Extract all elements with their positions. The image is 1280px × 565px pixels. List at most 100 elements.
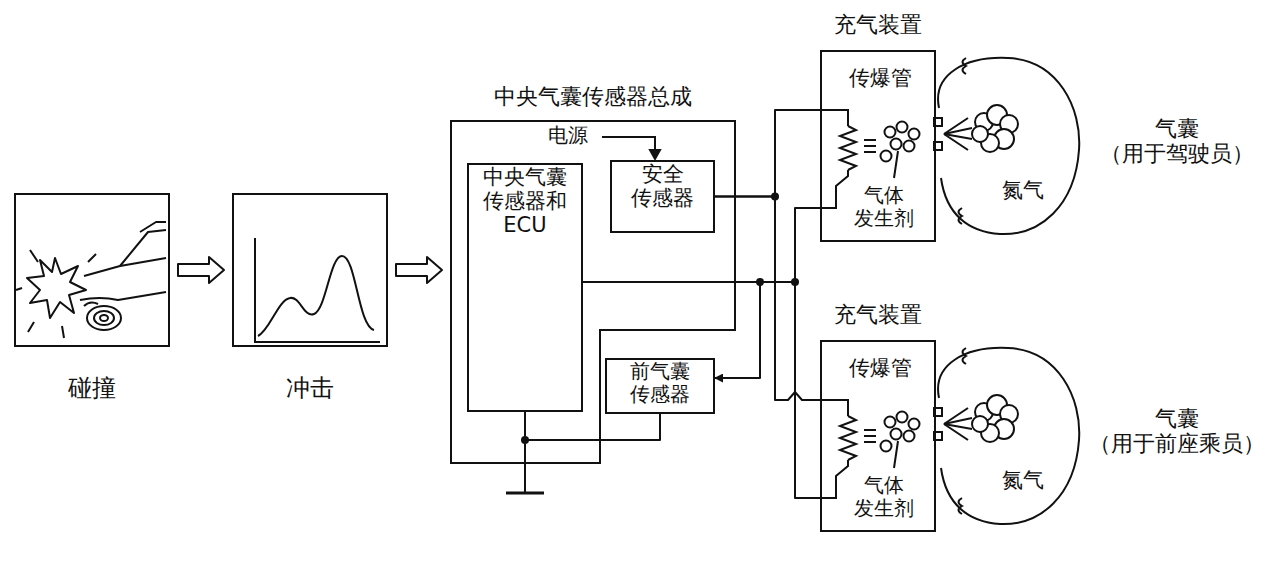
inflator-internals (894, 151, 898, 178)
crash-illustration (30, 250, 38, 262)
inflator-internals (820, 460, 848, 498)
crash-illustration (27, 258, 86, 318)
outline-path (938, 348, 1079, 524)
sensor-box: 中央气囊 传感器和 ECU (467, 163, 583, 412)
frame-box (232, 193, 388, 347)
crash-illustration (100, 315, 108, 321)
node-title: 安全 传感器 (617, 162, 708, 210)
power-arrow (650, 150, 660, 159)
inflator-internals (885, 417, 896, 428)
crash-illustration (120, 258, 166, 266)
inflator-internals (944, 134, 968, 150)
inflator-internals (891, 139, 902, 150)
crash-illustration (88, 254, 96, 262)
inflator-internals (909, 129, 920, 140)
sensor-box: 前气囊 传感器 (605, 358, 715, 414)
inflator-internals (820, 400, 848, 416)
crash-illustration (16, 222, 166, 338)
crash-illustration (16, 288, 22, 290)
inflator-internals (944, 418, 972, 424)
inflator-internals (864, 441, 876, 443)
inflator-internals (820, 170, 848, 208)
inflator-internals (897, 122, 908, 133)
ground-symbol (506, 492, 544, 495)
inflator-internals (972, 416, 988, 432)
node-title: 中央气囊 传感器和 ECU (474, 165, 576, 237)
crash-illustration (94, 311, 114, 325)
inflator-internals (840, 126, 856, 170)
part-label: 传爆管 (840, 66, 920, 90)
flow-arrow (396, 257, 442, 283)
crash-illustration (28, 322, 34, 332)
outline-shape (936, 50, 1086, 245)
sensor-box: 安全 传感器 (610, 160, 715, 233)
inflator-internals (909, 419, 920, 430)
outline (936, 340, 1086, 535)
inflator-internals (904, 141, 915, 152)
inflator-internals (897, 412, 908, 423)
outline-path (451, 121, 735, 463)
part-label: 氮气 (996, 178, 1050, 202)
part-label: 气体 发生剂 (844, 184, 924, 230)
node-title: 充气装置 (820, 302, 936, 327)
inflator-internals (894, 441, 898, 468)
outline (936, 50, 1086, 245)
inflator-internals (864, 145, 876, 147)
ground-symbol (524, 440, 526, 492)
crash-illustration (87, 306, 121, 330)
power-arrow (602, 137, 655, 152)
inflator-internals (959, 498, 963, 514)
inflator-internals (944, 424, 968, 440)
inflator-internals (972, 126, 988, 142)
component-block: 碰撞 (14, 193, 170, 408)
inflator-internals (864, 151, 876, 153)
outline-shape (936, 340, 1086, 535)
inflator-internals (891, 429, 902, 440)
wire (525, 412, 660, 440)
inflator-internals (944, 128, 972, 134)
node-title: 中央气囊传感器总成 (450, 84, 736, 109)
inflator-internals (881, 441, 892, 452)
node-title: 气囊 （用于驾驶员） (1082, 116, 1272, 167)
impact-graph (255, 238, 380, 342)
component-block: 充气装置传爆管气体 发生剂 (820, 302, 936, 534)
crash-illustration (84, 302, 98, 306)
impact-graph (258, 256, 374, 336)
inflator-internals (959, 208, 963, 224)
crash-illustration (80, 292, 166, 300)
outline-path (938, 58, 1079, 234)
inflator-internals (820, 348, 1018, 514)
crash-illustration (62, 326, 64, 338)
inflator-internals (864, 435, 876, 437)
flow-arrow (178, 257, 224, 283)
component-block: 充气装置传爆管气体 发生剂 (820, 12, 936, 244)
node-title: 充气装置 (820, 12, 936, 37)
node-title: 冲击 (232, 375, 388, 403)
crash-illustration (84, 230, 166, 276)
airbag: 气囊 （用于驾驶员） 氮气 (936, 50, 1274, 245)
part-label: 气体 发生剂 (844, 474, 924, 520)
inflator-internals (820, 110, 848, 126)
frame-box (14, 193, 170, 347)
node-title: 前气囊 传感器 (612, 360, 708, 406)
inflator-internals (885, 127, 896, 138)
inflator-internals (820, 58, 1018, 224)
airbag: 气囊 （用于前座乘员） 氮气 (936, 340, 1274, 535)
impact-graph (255, 238, 380, 342)
wire (715, 110, 820, 197)
node-title: 碰撞 (14, 375, 170, 403)
inflator-internals (840, 416, 856, 460)
inflator-internals (864, 139, 876, 141)
wire (583, 282, 820, 498)
inflator-internals (864, 429, 876, 431)
power-arrow (602, 137, 660, 159)
crash-illustration (140, 222, 166, 232)
component-block: 冲击 (232, 193, 388, 408)
signal-label: 电源 (548, 124, 588, 147)
part-label: 氮气 (996, 468, 1050, 492)
wire (715, 197, 820, 401)
node-title: 气囊 （用于前座乘员） (1082, 406, 1272, 457)
inflator-internals (904, 431, 915, 442)
ground-symbol (506, 440, 544, 493)
